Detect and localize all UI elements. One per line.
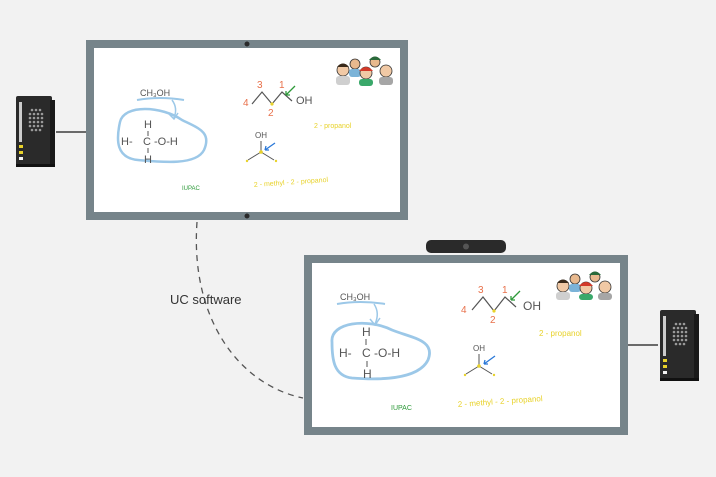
board-2-branch-dot3 (492, 373, 496, 377)
board-2-branch-left (465, 365, 480, 375)
board-1-branch-left (247, 151, 262, 161)
board-1-person-2-body (349, 69, 361, 77)
board-2-branch-dot (477, 364, 481, 368)
board-1-h-top: H (144, 119, 152, 131)
device-right-led-2 (663, 365, 667, 368)
board-2-h-bottom: H (363, 367, 372, 381)
board-2-h-left: H- (339, 346, 352, 360)
board-1-formula-underline (136, 97, 185, 101)
board-2-person-1-body (556, 292, 570, 300)
whiteboard-2: CH₃OH H H- C -O-H H IUPAC 4 3 2 1 OH 2 -… (304, 240, 628, 435)
board-2-right: -O-H (374, 346, 400, 360)
board-1-person-3-cap (359, 67, 373, 71)
device-left-led-2 (19, 151, 23, 154)
board-2-participants-thumbnail[interactable] (552, 268, 614, 300)
board-1-chain-dot (270, 102, 274, 106)
board-1-formula: CH₃OH (140, 88, 170, 98)
device-right-led-3 (663, 371, 667, 374)
board-1-h-bottom: H (144, 154, 152, 166)
board-2-num-2: 2 (490, 315, 496, 326)
board-2-person-1-hair (557, 279, 569, 283)
board-1-person-1-body (336, 76, 350, 85)
board-1-right: -O-H (154, 136, 178, 148)
board-1-camera-bottom (244, 213, 250, 219)
board-2-num-3: 3 (478, 285, 484, 296)
board-1-participants-thumbnail[interactable] (331, 54, 395, 86)
board-1-green-arrow (285, 85, 296, 96)
device-left-grille (28, 108, 44, 132)
board-1-camera-top (244, 41, 250, 47)
board-1-chain-oh: OH (296, 95, 313, 107)
board-2-person-3-body (579, 294, 593, 300)
board-2-camera-lens (463, 243, 469, 250)
board-1-num-1: 1 (279, 80, 285, 91)
board-2-person-5 (598, 280, 612, 294)
board-1-num-3: 3 (257, 80, 263, 91)
device-right (660, 310, 699, 381)
device-left (16, 96, 55, 167)
device-left-led-3 (19, 157, 23, 160)
board-1-person-1-hair (337, 63, 349, 67)
board-1-person-4-hat (369, 56, 381, 60)
device-right-grille (672, 322, 688, 346)
board-1-h-left: H- (121, 136, 133, 148)
board-2-person-4-hat (589, 271, 601, 275)
board-2-person-2-body (569, 284, 581, 292)
board-1-carbon: C (143, 136, 151, 148)
board-1-num-2: 2 (268, 108, 274, 119)
board-2-carbon: C (362, 346, 371, 360)
board-2-name1: 2 - propanol (539, 329, 582, 338)
board-2-green-arrow (510, 290, 521, 301)
board-1-person-2 (349, 58, 361, 70)
device-right-led-1 (663, 359, 667, 362)
board-2-h-top: H (362, 325, 371, 339)
board-2-chain-dot (492, 309, 496, 313)
board-2-num-1: 1 (502, 285, 508, 296)
board-1-branch-right (260, 151, 275, 161)
board-1-person-5-body (379, 77, 393, 85)
board-2-person-2 (569, 273, 581, 285)
board-2-num-4: 4 (461, 305, 467, 316)
connection-label: UC software (170, 292, 242, 307)
board-2-branch-right (478, 365, 493, 375)
board-1-name1: 2 - propanol (314, 123, 352, 130)
board-2-branch-dot2 (463, 373, 467, 377)
device-left-side (50, 100, 55, 166)
board-1-arrowhead (168, 112, 179, 121)
connection-line (195, 221, 304, 399)
board-2-blue-arrow (483, 355, 496, 365)
board-2-branch-oh: OH (473, 344, 485, 353)
device-right-base (660, 378, 699, 381)
device-left-slot (19, 102, 22, 142)
device-left-led-1 (19, 145, 23, 148)
board-2-chain-oh: OH (523, 299, 541, 313)
board-2-formula: CH₃OH (340, 292, 370, 302)
device-left-base (16, 164, 55, 167)
board-1-branch-oh: OH (255, 131, 267, 140)
board-2-formula-underline (336, 301, 386, 305)
board-1-person-3-body (359, 79, 373, 86)
board-1-person-5 (379, 64, 393, 78)
whiteboard-1: CH₃OH H H- C -O-H H IUPAC 4 3 2 1 OH 2 -… (86, 40, 408, 220)
device-right-side (694, 314, 699, 380)
board-2-iupac: IUPAC (391, 405, 412, 412)
board-1-iupac: IUPAC (182, 186, 201, 192)
board-2-arrow-down (373, 303, 378, 325)
board-1-branch-dot2 (245, 159, 249, 163)
device-right-slot (663, 316, 666, 356)
board-1-blue-arrow (264, 142, 276, 151)
board-1-branch-dot3 (274, 159, 278, 163)
board-1-num-4: 4 (243, 98, 249, 109)
board-2-blob (330, 321, 431, 381)
board-2-person-3-cap (579, 282, 593, 286)
board-1-branch-dot (259, 150, 263, 154)
board-2-person-5-body (598, 293, 612, 300)
board-1-blob (116, 107, 208, 164)
